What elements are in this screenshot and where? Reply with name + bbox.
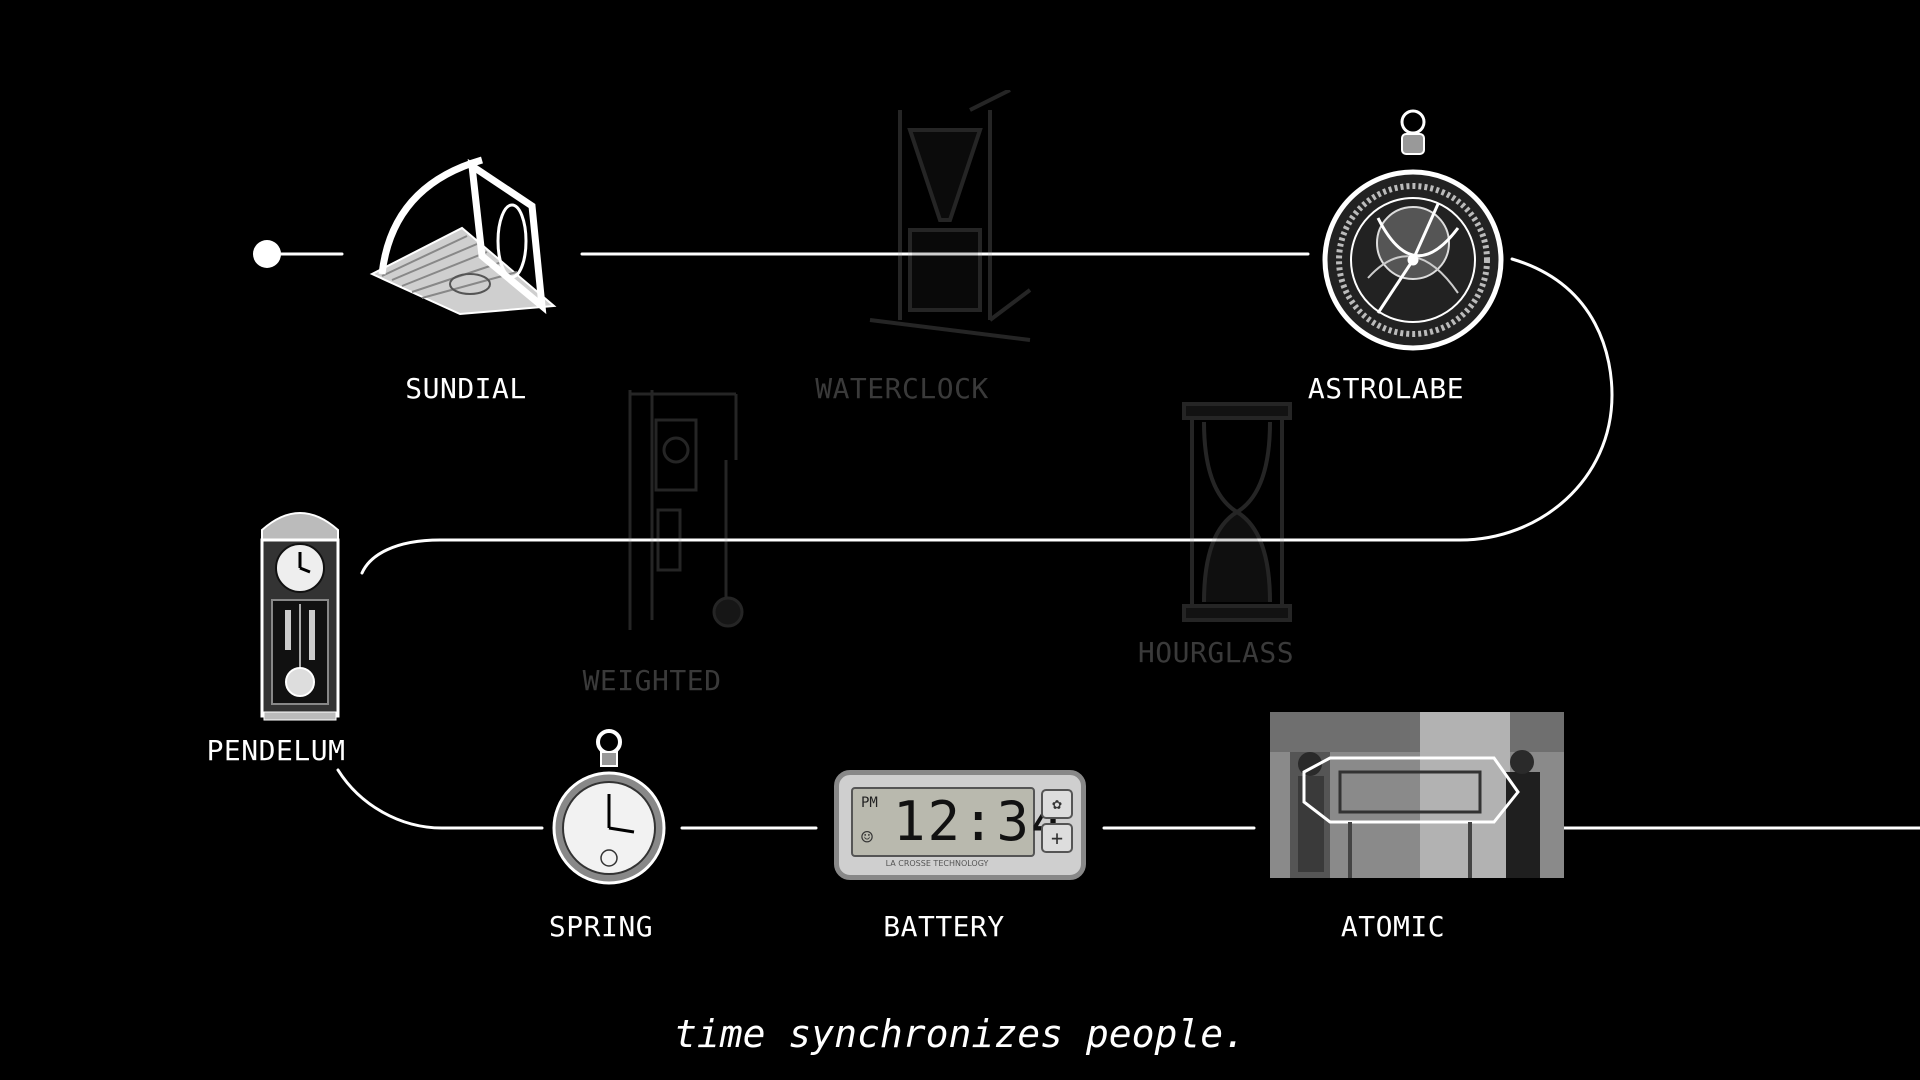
tagline: time synchronizes people. <box>674 1012 1246 1056</box>
label-pendelum: PENDELUM <box>206 734 346 767</box>
digital-clock: PM ☺ 12:34 ✿ + LA CROSSE TECHNOLOGY <box>834 770 1086 880</box>
pendulum-clock-icon <box>260 512 340 721</box>
sundial-icon <box>369 156 557 316</box>
astrolabe-icon <box>1322 109 1504 351</box>
clock-time: 12:34 <box>893 790 1066 853</box>
timeline-start-dot <box>253 240 281 268</box>
alarm-button[interactable]: ✿ <box>1041 789 1073 819</box>
weighted-clock-icon <box>628 390 744 630</box>
label-sundial: SUNDIAL <box>405 372 527 405</box>
clock-display: PM ☺ 12:34 <box>851 787 1064 857</box>
clock-ampm: PM <box>861 795 878 811</box>
label-hourglass: HOURGLASS <box>1137 636 1295 669</box>
label-waterclock: WATERCLOCK <box>815 372 989 405</box>
label-weighted: WEIGHTED <box>582 664 722 697</box>
hourglass-icon <box>1182 402 1292 622</box>
smiley-icon: ☺ <box>861 825 874 849</box>
label-spring: SPRING <box>548 910 654 943</box>
plus-button[interactable]: + <box>1041 823 1073 853</box>
label-battery: BATTERY <box>883 910 1005 943</box>
label-atomic: ATOMIC <box>1340 910 1446 943</box>
waterclock-icon <box>869 90 1032 342</box>
clock-brand: LA CROSSE TECHNOLOGY <box>885 859 989 868</box>
pocket-watch-icon <box>552 729 666 885</box>
atomic-clock-photo <box>1270 712 1564 878</box>
label-astrolabe: ASTROLABE <box>1307 372 1465 405</box>
